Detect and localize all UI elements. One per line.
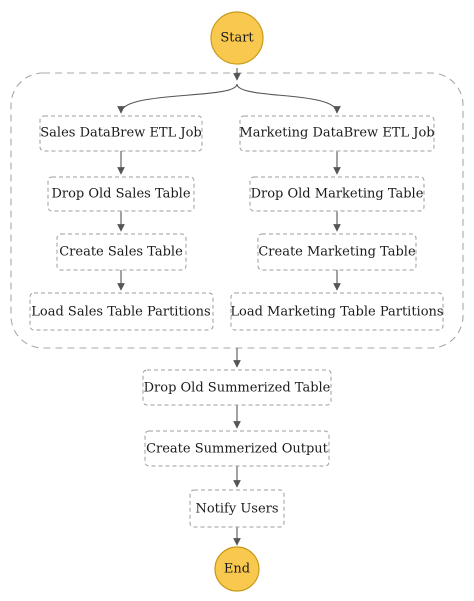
end-label: End xyxy=(224,562,250,577)
state-drop-old-sales-table[interactable]: Drop Old Sales Table xyxy=(47,176,195,212)
state-create-marketing-table[interactable]: Create Marketing Table xyxy=(257,233,417,271)
end-circle xyxy=(214,546,260,592)
state-sales-databrew-etl-job[interactable]: Sales DataBrew ETL Job xyxy=(39,115,203,152)
state-label: Load Marketing Table Partitions xyxy=(230,305,443,320)
state-create-sales-table[interactable]: Create Sales Table xyxy=(56,233,187,271)
state-label: Sales DataBrew ETL Job xyxy=(40,126,201,141)
state-label: Drop Old Sales Table xyxy=(51,187,190,202)
state-label: Create Summerized Output xyxy=(146,442,329,457)
edges xyxy=(117,68,341,546)
state-load-sales-table-partitions[interactable]: Load Sales Table Partitions xyxy=(29,292,214,331)
state-label: Notify Users xyxy=(195,502,278,517)
start-circle xyxy=(210,11,264,65)
state-label: Drop Old Marketing Table xyxy=(251,187,424,202)
state-drop-old-marketing-table[interactable]: Drop Old Marketing Table xyxy=(249,176,425,212)
state-label: Drop Old Summerized Table xyxy=(144,381,331,396)
start-node[interactable]: Start xyxy=(210,11,264,65)
end-node[interactable]: End xyxy=(214,546,260,592)
state-label: Load Sales Table Partitions xyxy=(31,305,210,320)
state-marketing-databrew-etl-job[interactable]: Marketing DataBrew ETL Job xyxy=(239,115,435,152)
state-drop-old-summerized-table[interactable]: Drop Old Summerized Table xyxy=(142,369,332,406)
state-label: Marketing DataBrew ETL Job xyxy=(239,126,434,141)
start-label: Start xyxy=(220,31,254,46)
state-label: Create Marketing Table xyxy=(258,245,416,260)
state-notify-users[interactable]: Notify Users xyxy=(189,489,285,528)
edge-parallel-to-marketing xyxy=(236,83,341,114)
state-label: Create Sales Table xyxy=(59,245,183,260)
state-create-summerized-output[interactable]: Create Summerized Output xyxy=(144,430,330,467)
state-load-marketing-table-partitions[interactable]: Load Marketing Table Partitions xyxy=(230,292,444,331)
edge-parallel-to-sales xyxy=(117,83,238,114)
